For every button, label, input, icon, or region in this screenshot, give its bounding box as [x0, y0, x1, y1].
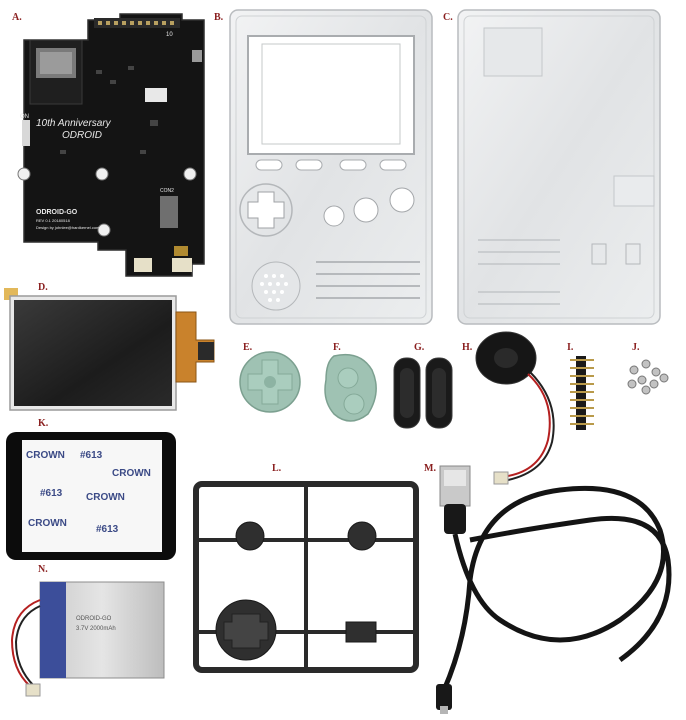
label-e: E. — [243, 342, 253, 353]
back-case — [457, 9, 661, 325]
pcb-model-text: ODROID-GO — [36, 209, 78, 216]
pcb-header-text: 10 — [166, 32, 173, 38]
label-h: H. — [462, 342, 473, 353]
dpad-rubber-pad — [239, 351, 301, 413]
ab-rubber-pad — [324, 353, 377, 422]
menu-rubber-pads — [393, 357, 453, 429]
screen-protector: CROWN #613 CROWN #613 CROWN CROWN #613 — [6, 432, 176, 560]
label-a: A. — [12, 12, 22, 23]
tape-crown-text-2: CROWN — [112, 468, 151, 479]
label-i: I. — [567, 342, 574, 353]
speaker — [475, 331, 555, 485]
tape-code-text-3: #613 — [96, 524, 119, 535]
label-g: G. — [414, 342, 425, 353]
label-n: N. — [38, 564, 48, 575]
front-case — [229, 9, 433, 325]
battery-label: ODROID-GO — [76, 616, 112, 622]
battery-spec: 3.7V 2000mAh — [76, 626, 116, 632]
tape-crown-text: CROWN — [26, 450, 65, 461]
pcb-rev-text: REV 0.1 20180518 — [36, 218, 71, 223]
label-b: B. — [214, 12, 224, 23]
pcb-anniversary-text: 10th Anniversary — [36, 118, 112, 129]
lcd-display — [4, 288, 215, 411]
label-l: L. — [272, 463, 282, 474]
pcb-odroid-text: ODROID — [62, 130, 102, 141]
label-m: M. — [424, 463, 436, 474]
tape-crown-text-4: CROWN — [28, 518, 67, 529]
button-sprue — [193, 481, 419, 673]
pcb-design-text: Design by johnlee@hardkernel.com — [36, 225, 100, 230]
mainboard-pcb: 10th Anniversary ODROID ODROID-GO REV 0.… — [17, 13, 205, 277]
label-f: F. — [333, 342, 341, 353]
label-j: J. — [632, 342, 640, 353]
pcb-switch-text: ON — [20, 114, 29, 120]
label-d: D. — [38, 282, 48, 293]
battery: ODROID-GO 3.7V 2000mAh — [10, 581, 165, 697]
usb-cable — [436, 465, 672, 714]
tape-crown-text-3: CROWN — [86, 492, 125, 503]
tape-code-text-2: #613 — [40, 488, 63, 499]
pin-header — [570, 356, 594, 430]
screws — [627, 359, 669, 395]
label-c: C. — [443, 12, 453, 23]
tape-code-text: #613 — [80, 450, 103, 461]
label-k: K. — [38, 418, 49, 429]
pcb-con-text: CON2 — [160, 188, 174, 194]
